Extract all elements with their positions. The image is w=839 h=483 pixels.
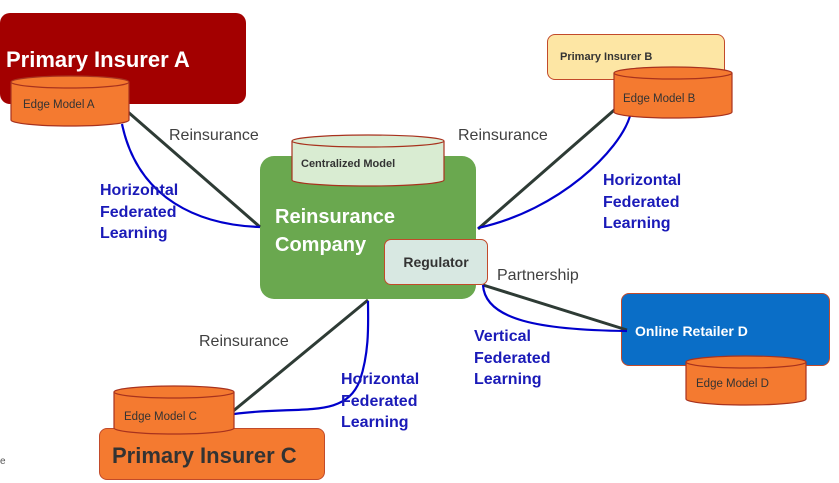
edge-model-b-label: Edge Model B xyxy=(623,93,696,105)
primary-insurer-b-label: Primary Insurer B xyxy=(560,51,653,63)
hfl-curve-c xyxy=(233,300,370,416)
stray-text: e xyxy=(0,456,6,467)
reinsurance-line-a xyxy=(127,110,261,229)
reinsurance-c-label: Reinsurance xyxy=(199,333,289,350)
vfl-d-label: Vertical Federated Learning xyxy=(474,328,551,388)
centralized-model-label: Centralized Model xyxy=(301,158,396,170)
reinsurance-line-c xyxy=(231,298,369,414)
edge-model-c-cylinder xyxy=(113,385,235,435)
online-retailer-d-node: Online Retailer D xyxy=(621,293,830,366)
edge-model-d-cylinder xyxy=(685,355,807,406)
regulator-label: Regulator xyxy=(403,254,469,270)
online-retailer-d-label: Online Retailer D xyxy=(635,323,748,339)
reinsurance-line-b xyxy=(477,96,629,231)
partnership-label: Partnership xyxy=(497,267,579,284)
primary-insurer-a-label: Primary Insurer A xyxy=(6,47,190,72)
reinsurance-b-label: Reinsurance xyxy=(458,127,548,144)
reinsurance-a-label: Reinsurance xyxy=(169,127,259,144)
vfl-curve-d xyxy=(481,284,628,333)
hfl-a-label: Horizontal Federated Learning xyxy=(100,182,179,242)
primary-insurer-c-node: Primary Insurer C xyxy=(99,428,325,480)
hfl-curve-b xyxy=(477,115,632,230)
edge-model-a-label: Edge Model A xyxy=(23,99,95,111)
edge-model-b-cylinder xyxy=(613,66,733,119)
edge-model-d-label: Edge Model D xyxy=(696,378,769,390)
regulator-node: Regulator xyxy=(384,239,488,285)
hfl-b-label: Horizontal Federated Learning xyxy=(603,172,682,232)
centralized-model-cylinder xyxy=(291,134,445,187)
edge-model-a-cylinder xyxy=(10,75,130,127)
primary-insurer-c-label: Primary Insurer C xyxy=(112,443,297,468)
partnership-line xyxy=(482,283,628,332)
reinsurance-company-label: Reinsurance Company xyxy=(275,206,396,256)
hfl-c-label: Horizontal Federated Learning xyxy=(341,371,420,431)
edge-model-c-label: Edge Model C xyxy=(124,411,197,423)
hfl-curve-a xyxy=(120,123,261,229)
